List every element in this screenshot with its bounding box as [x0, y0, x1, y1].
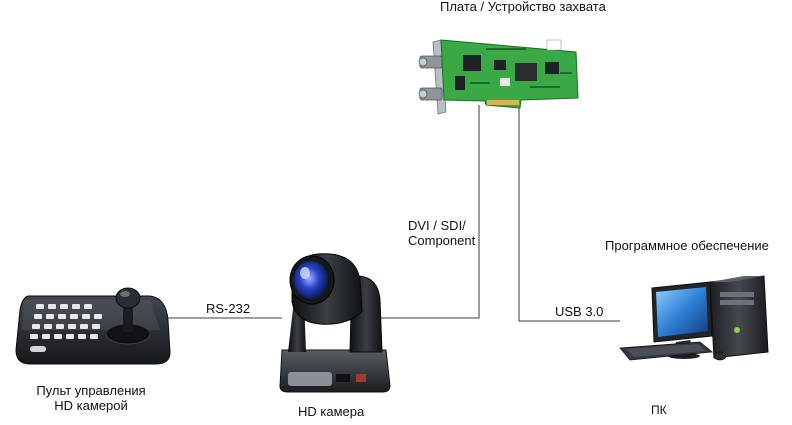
pc-label: ПК [651, 403, 667, 417]
camera-label: HD камера [298, 404, 365, 419]
video-link-label: DVI / SDI/ Component [408, 218, 475, 248]
controller-label-line2: HD камерой [54, 398, 128, 413]
desktop-pc-icon [619, 275, 769, 361]
controller-keypad [30, 304, 102, 352]
capture-card-icon [418, 39, 579, 115]
joystick-controller-icon [15, 287, 171, 365]
controller-label-line1: Пульт управления [36, 383, 146, 398]
connection-lines [168, 105, 620, 322]
rs232-link-label: RS-232 [206, 301, 251, 316]
usb-link-line [518, 108, 620, 322]
video-link-label-line1: DVI / SDI/ [408, 218, 466, 233]
usb-link-label: USB 3.0 [555, 304, 604, 319]
software-label: Программное обеспечение [605, 238, 769, 253]
video-link-line [378, 105, 480, 319]
video-link-label-line2: Component [408, 233, 476, 248]
controller-label: Пульт управления HD камерой [27, 383, 155, 413]
capture-card-label: Плата / Устройство захвата [440, 0, 606, 14]
ptz-camera-icon [279, 253, 391, 393]
